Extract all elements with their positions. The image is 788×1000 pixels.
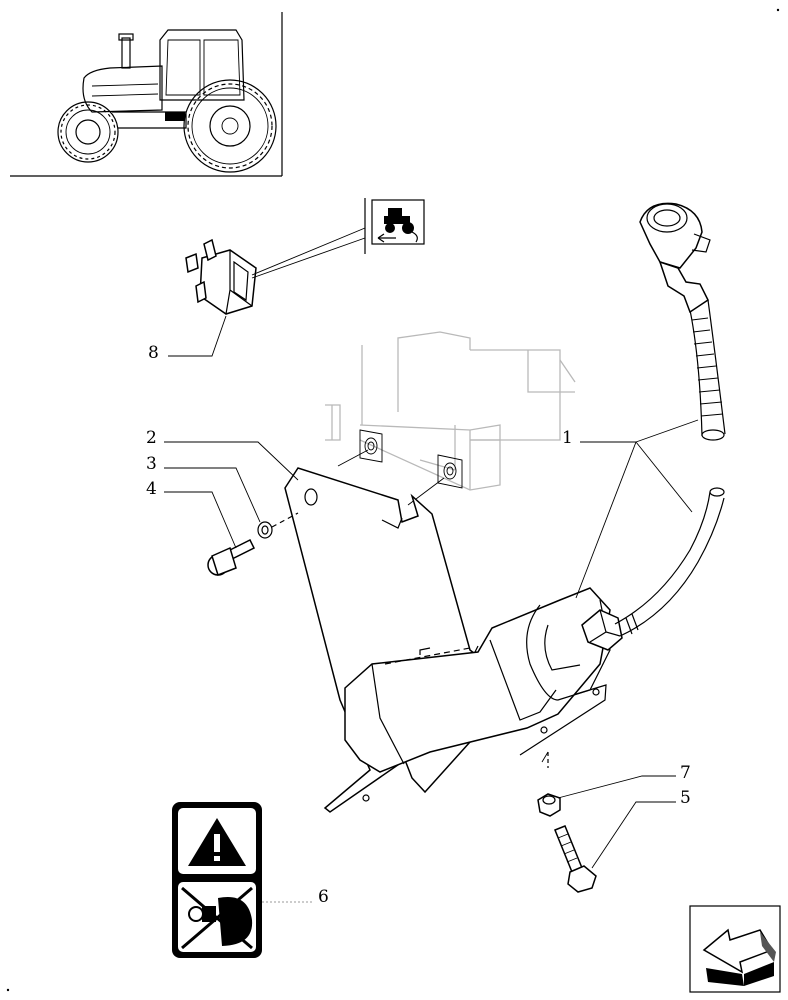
screw-and-washer <box>207 512 299 576</box>
callout-4: 4 <box>146 479 157 499</box>
leader-lines <box>164 315 699 903</box>
callout-5: 5 <box>680 788 691 808</box>
callout-8: 8 <box>148 343 159 363</box>
callout-1: 1 <box>562 428 573 448</box>
mounting-block-outline <box>325 331 576 506</box>
nut-and-bolt <box>537 793 597 893</box>
callout-7: 7 <box>680 763 691 783</box>
relay-unit <box>344 587 623 773</box>
rocker-switch <box>185 227 366 315</box>
callout-labels: 1 2 3 4 5 6 7 8 <box>146 343 691 907</box>
wiring-harness <box>614 202 726 637</box>
tractor-location-icon <box>10 12 283 177</box>
callout-2: 2 <box>146 428 157 448</box>
callout-3: 3 <box>146 454 157 474</box>
warning-triangle-icon <box>172 802 262 958</box>
next-page-arrow-icon[interactable] <box>689 905 781 993</box>
callout-6: 6 <box>318 887 329 907</box>
tractor-reverse-symbol-icon <box>364 198 425 254</box>
